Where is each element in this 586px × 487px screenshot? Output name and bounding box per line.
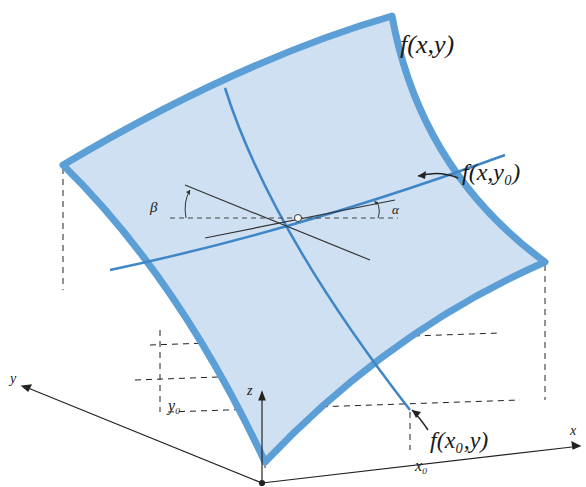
function-label: f(x,y) — [400, 32, 454, 58]
angle-label: α — [392, 203, 399, 216]
curve-label: f(x₀,y) — [430, 428, 488, 452]
coordinate-label: x₀ — [415, 458, 428, 474]
coordinate-label: y₀ — [168, 398, 181, 414]
angle-label: β — [150, 200, 157, 215]
axis-label: x — [570, 424, 576, 438]
curve-label: f(x,y₀) — [462, 160, 520, 184]
axis-label: z — [247, 384, 252, 398]
axis-label: y — [10, 372, 16, 386]
